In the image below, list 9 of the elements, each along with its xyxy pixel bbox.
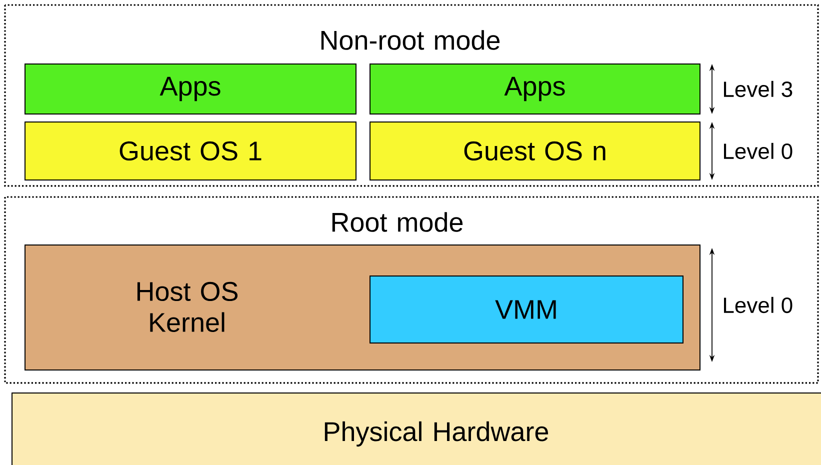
layer-box: Apps	[24, 64, 356, 114]
layer-box: Apps	[370, 64, 700, 114]
level-label: Level 0	[724, 296, 792, 314]
layer-box: VMM	[370, 276, 684, 344]
layer-box: Guest OS 1	[24, 122, 356, 180]
layer-box: Physical Hardware	[12, 392, 821, 465]
layer-box: Guest OS n	[370, 122, 700, 180]
level-label: Level 3	[724, 80, 792, 98]
level-label: Level 0	[724, 142, 792, 160]
